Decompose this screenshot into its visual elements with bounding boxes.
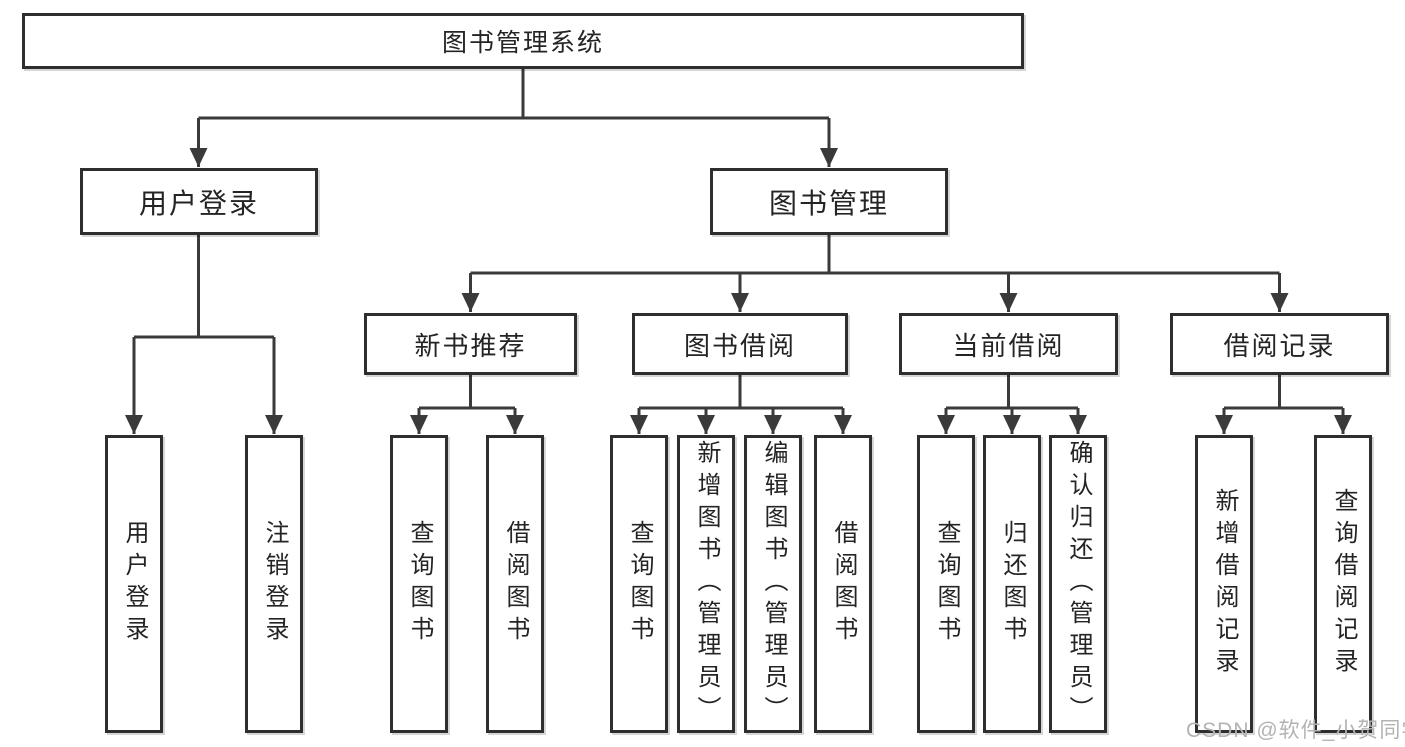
node-new-book-recommendation: 新书推荐 bbox=[364, 313, 577, 375]
leaf-return-book: 归还图书 bbox=[983, 435, 1041, 733]
leaf-add-book-admin: 新增图书（管理员） bbox=[677, 435, 735, 733]
leaf-query-books-current: 查询图书 bbox=[917, 435, 975, 733]
leaf-logout: 注销登录 bbox=[245, 435, 303, 733]
node-user-login-module: 用户登录 bbox=[80, 168, 318, 235]
leaf-confirm-return-admin: 确认归还（管理员） bbox=[1049, 435, 1107, 733]
node-label: 查询借阅记录 bbox=[1330, 488, 1357, 680]
node-label: 查询图书 bbox=[626, 520, 653, 648]
node-label: 图书管理 bbox=[768, 187, 889, 219]
node-label: 当前借阅 bbox=[952, 330, 1065, 361]
leaf-borrow-books-borrowing: 借阅图书 bbox=[814, 435, 872, 733]
node-label: 查询图书 bbox=[406, 520, 433, 648]
node-label: 归还图书 bbox=[999, 520, 1026, 648]
node-label: 新书推荐 bbox=[414, 330, 527, 361]
node-label: 借阅图书 bbox=[830, 520, 857, 648]
leaf-query-books-recommend: 查询图书 bbox=[390, 435, 448, 733]
node-label: 用户登录 bbox=[121, 520, 148, 648]
leaf-add-borrow-record: 新增借阅记录 bbox=[1195, 435, 1253, 733]
leaf-edit-book-admin: 编辑图书（管理员） bbox=[744, 435, 802, 733]
node-book-management-module: 图书管理 bbox=[710, 168, 948, 235]
node-label: 注销登录 bbox=[261, 520, 288, 648]
node-label: 新增借阅记录 bbox=[1211, 488, 1238, 680]
node-current-borrowing: 当前借阅 bbox=[899, 313, 1118, 375]
node-label: 用户登录 bbox=[138, 187, 259, 219]
leaf-borrow-books-recommend: 借阅图书 bbox=[486, 435, 544, 733]
node-borrowing-records: 借阅记录 bbox=[1170, 313, 1389, 375]
node-label: 确认归还（管理员） bbox=[1065, 440, 1092, 728]
csdn-watermark: CSDN @软件_小贺同学 bbox=[1186, 719, 1405, 742]
node-label: 借阅记录 bbox=[1223, 330, 1336, 361]
node-label: 编辑图书（管理员） bbox=[760, 440, 787, 728]
node-book-borrowing: 图书借阅 bbox=[632, 313, 848, 375]
node-label: 借阅图书 bbox=[502, 520, 529, 648]
leaf-query-books-borrowing: 查询图书 bbox=[610, 435, 668, 733]
node-label: 新增图书（管理员） bbox=[693, 440, 720, 728]
leaf-user-login: 用户登录 bbox=[105, 435, 163, 733]
node-label: 图书管理系统 bbox=[441, 29, 604, 57]
node-label: 图书借阅 bbox=[683, 330, 796, 361]
node-root-system: 图书管理系统 bbox=[22, 13, 1024, 69]
leaf-query-borrow-record: 查询借阅记录 bbox=[1314, 435, 1372, 733]
node-label: 查询图书 bbox=[933, 520, 960, 648]
